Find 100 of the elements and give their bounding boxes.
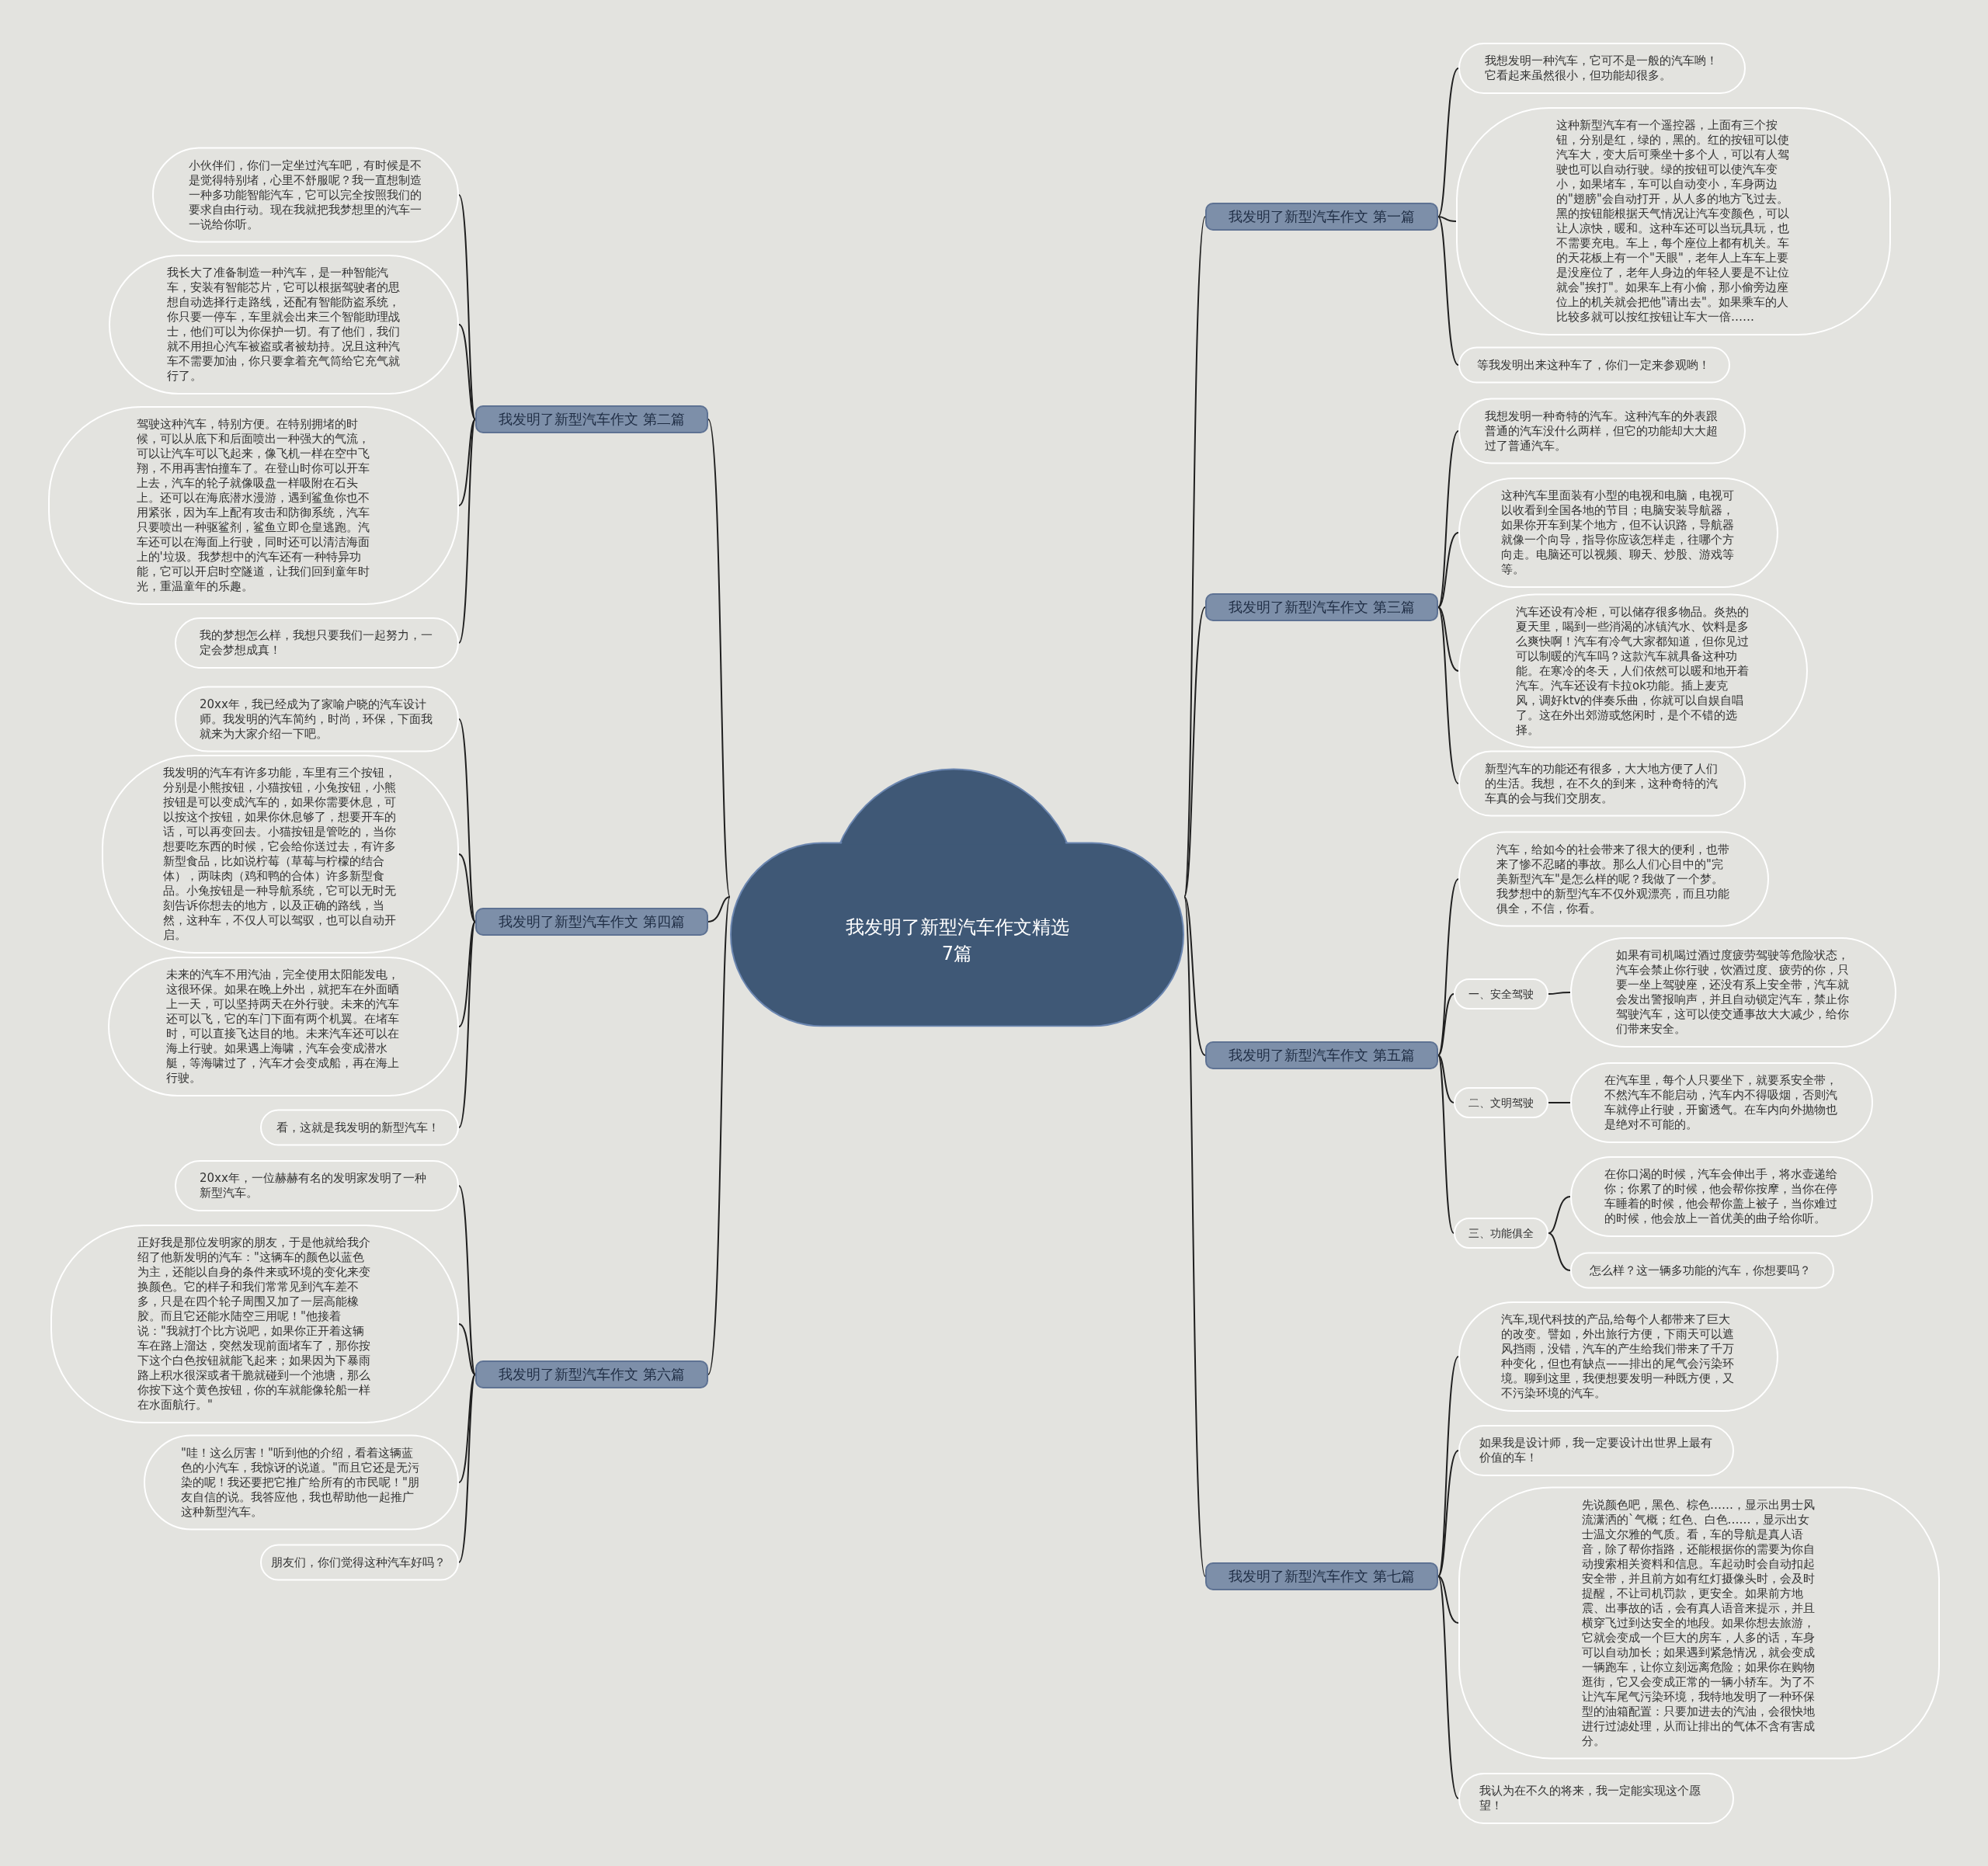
- connector-line: [1437, 993, 1455, 1056]
- note-text: 我认为在不久的将来，我一定能实现这个愿望！: [1479, 1784, 1701, 1813]
- note-text: 怎么样？这一辆多功能的汽车，你想要吗？: [1590, 1263, 1812, 1278]
- connector-line: [1183, 606, 1206, 898]
- subtopic-label: 三、功能俱全: [1468, 1226, 1534, 1240]
- note-bubble: [1458, 1301, 1778, 1412]
- topic-box: [1205, 1041, 1438, 1069]
- note-text: 这种汽车里面装有小型的电视和电脑，电视可以收看到全国各地的节目；电脑安装导航器，如果你开车到某个地方，但不认识路，导航器就像一个向导，指导你应该怎样走，往哪个方向走。电脑还可以视频、聊天、炒股、游戏等等。: [1501, 488, 1735, 577]
- note-text: 我想发明一种汽车，它可不是一般的汽车哟！它看起来虽然很小，但功能却很多。: [1485, 54, 1719, 83]
- topic-box: [1205, 203, 1438, 231]
- note-bubble: [1458, 831, 1769, 927]
- connector-line: [1437, 68, 1459, 217]
- note-text: 在你口渴的时候，汽车会伸出手，将水壶递给你；你累了的时候，他会帮你按摩，当你在停车睡着的时候，他会帮你盖上被子，当你难过的时候，他会放上一首优美的曲子给你听。: [1604, 1167, 1838, 1226]
- note-text: 正好我是那位发明家的朋友，于是他就给我介绍了他新发明的汽车："这辆车的颜色以蓝色为主，还能以自身的条件来或环境的变化来变换颜色。它的样子和我们常常见到汽车差不多，只是在四个轮子周围又加了一层高能橡胶。而且它还能水陆空三用呢！"他接着说："我就打个比方说吧，如果你正开着这辆车在路上溜达，突然发现前面堵车了，那你按下这个白色按钮就能飞起来；如果因为下暴雨路上积水很深或者干脆就碰到一个池塘，那么你按下这个黄色按钮，你的车就能像轮船一样在水面航行。": [137, 1235, 371, 1413]
- note-text: 汽车，给如今的社会带来了很大的便利，也带来了惨不忍睹的事故。那么人们心目中的"完美新型汽车"是怎么样的呢？我做了一个梦。我梦想中的新型汽车不仅外观漂亮，而且功能俱全，不信，你看。: [1496, 842, 1730, 916]
- note-bubble: [1570, 1252, 1834, 1289]
- note-bubble: [144, 1434, 459, 1531]
- subtopic-label: 一、安全驾驶: [1468, 987, 1534, 1001]
- connector-line: [707, 896, 731, 923]
- note-text: 驾驶这种汽车，特别方便。在特别拥堵的时候，可以从底下和后面喷出一种强大的气流，可以让汽车可以飞起来，像飞机一样在空中飞翔，不用再害怕撞车了。在登山时你可以开车上去，汽车的轮子就像吸盘一样吸附在石头上。还可以在海底潜水漫游，遇到鲨鱼你也不用紧张，因为车上配有攻击和防御系统，汽车只要喷出一种驱鲨剂，鲨鱼立即仓皇逃跑。汽车还可以在海面上行驶，同时还可以清洁海面上的'垃圾。我梦想中的汽车还有一种特异功能，它可以开启时空隧道，让我们回到童年时光，重温童年的乐趣。: [136, 417, 370, 594]
- topic-box: [1205, 593, 1438, 621]
- note-bubble: [1458, 43, 1746, 94]
- connector-line: [1548, 992, 1571, 995]
- note-bubble: [1570, 1156, 1873, 1237]
- note-bubble: [1458, 346, 1730, 384]
- subtopic-bubble: [1454, 1087, 1548, 1118]
- note-bubble: [1570, 1062, 1873, 1143]
- note-bubble: [1458, 1773, 1734, 1824]
- connector-line: [1437, 1576, 1459, 1624]
- note-text: 我长大了准备制造一种汽车，是一种智能汽车，安装有智能芯片，它可以根据驾驶者的思想自动选择行走路线，还配有智能防盗系统，你只要一停车，车里就会出来三个智能助理战士，他们可以为你保护一切。有了他们，我们就不用担心汽车被盗或者被劫持。况且这种汽车不需要加油，你只要拿着充气筒给它充气就行了。: [166, 266, 401, 384]
- topic-box: [1205, 1562, 1438, 1590]
- note-bubble: [1456, 107, 1891, 335]
- connector-line: [458, 1374, 476, 1483]
- note-bubble: [175, 617, 459, 669]
- note-bubble: [108, 957, 459, 1096]
- note-text: 朋友们，你们觉得这种汽车好吗？: [271, 1555, 447, 1570]
- note-text: 我的梦想怎么样，我想只要我们一起努力，一定会梦想成真！: [200, 628, 433, 658]
- note-text: 在汽车里，每个人只要坐下，就要系安全带，不然汽车不能启动，汽车内不得吸烟，否则汽车就停止行驶，开窗透气。在车内向外抛物也是绝对不可能的。: [1604, 1073, 1838, 1132]
- connector-line: [458, 419, 476, 644]
- connector-line: [1437, 1055, 1455, 1234]
- connector-line: [1437, 1576, 1459, 1799]
- note-bubble: [50, 1225, 459, 1423]
- topic-label: 我发明了新型汽车作文 第一篇: [1229, 207, 1415, 226]
- note-text: 等我发明出来这种车了，你们一定来参观哟！: [1477, 357, 1711, 373]
- connector-line: [1183, 896, 1206, 1056]
- topic-label: 我发明了新型汽车作文 第三篇: [1229, 598, 1415, 617]
- connector-line: [458, 1185, 476, 1375]
- note-bubble: [109, 255, 459, 394]
- connector-line: [1548, 1196, 1571, 1234]
- connector-line: [1437, 430, 1459, 608]
- connector-line: [458, 853, 476, 923]
- connector-line: [1437, 216, 1459, 366]
- connector-line: [458, 921, 476, 1027]
- note-text: 汽车还设有冷柜，可以储存很多物品。炎热的夏天里，喝到一些消渴的冰镇汽水、饮料是多么爽快啊！汽车有冷气大家都知道，但你见过可以制暖的汽车吗？这款汽车就具备这种功能。在寒冷的冬天，人们依然可以暖和地开着汽车。汽车还设有卡拉ok功能。插上麦克风，调好ktv的伴奏乐曲，你就可以自娱自唱了。这在外出郊游或悠闲时，是个不错的选择。: [1516, 604, 1750, 738]
- topic-label: 我发明了新型汽车作文 第七篇: [1229, 1567, 1415, 1586]
- topic-label: 我发明了新型汽车作文 第六篇: [499, 1365, 685, 1384]
- note-text: 20xx年，我已经成为了家喻户晓的汽车设计师。我发明的汽车简约，时尚，环保，下面我就来为大家介绍一下吧。: [200, 697, 433, 742]
- note-bubble: [102, 755, 459, 954]
- subtopic-bubble: [1454, 1218, 1548, 1249]
- connector-line: [1437, 606, 1459, 672]
- subtopic-label: 二、文明驾驶: [1468, 1096, 1534, 1110]
- connector-line: [458, 921, 476, 1128]
- connector-line: [1437, 532, 1459, 608]
- note-text: 看，这就是我发明的新型汽车！: [276, 1120, 440, 1135]
- note-text: "哇！这么厉害！"听到他的介绍，看着这辆蓝色的小汽车，我惊讶的说道。"而且它还是无污染的呢！我还要把它推广给所有的市民呢！"朋友自信的说。我答应他，我也帮助他一起推广这种新型汽车。: [181, 1445, 420, 1520]
- connector-line: [1437, 606, 1459, 784]
- note-text: 我发明的汽车有许多功能，车里有三个按钮，分别是小熊按钮，小猫按钮，小兔按钮，小熊按钮是可以变成汽车的，如果你需要休息，可以按这个按钮，如果你休息够了，想要开车的话，可以再变回去。小猫按钮是管吃的，当你想要吃东西的时候，它会给你送过去，有许多新型食品，比如说柠莓（草莓与柠檬的结合体），两味肉（鸡和鸭的合体）许多新型食品。小兔按钮是一种导航系统，它可以无时无刻告诉你想去的地方，以及正确的路线，当然，这种车，不仅人可以驾驭，也可以自动开启。: [163, 766, 397, 943]
- topic-label: 我发明了新型汽车作文 第二篇: [499, 410, 685, 429]
- note-bubble: [1458, 398, 1746, 464]
- connector-line: [1548, 1232, 1571, 1271]
- note-text: 新型汽车的功能还有很多，大大地方便了人们的生活。我想，在不久的到来，这种奇特的汽车真的会与我们交朋友。: [1485, 761, 1719, 806]
- connector-line: [458, 419, 476, 506]
- note-text: 我想发明一种奇特的汽车。这种汽车的外表跟普通的汽车没什么两样，但它的功能却大大超过了普通汽车。: [1485, 408, 1719, 453]
- note-text: 未来的汽车不用汽油，完全使用太阳能发电，这很环保。如果在晚上外出，就把车在外面晒上一天，可以坚持两天在外行驶。未来的汽车还可以飞，它的车门下面有两个机翼。在堵车时，可以直接飞达目的地。未来汽车还可以在海上行驶。如果遇上海啸，汽车会变成潜水艇，等海啸过了，汽车才会变成船，再在海上行驶。: [166, 968, 400, 1086]
- note-bubble: [1570, 937, 1896, 1048]
- topic-label: 我发明了新型汽车作文 第四篇: [499, 912, 685, 931]
- note-bubble: [175, 1160, 459, 1211]
- topic-box: [475, 908, 708, 936]
- connector-line: [1437, 1450, 1459, 1577]
- note-text: 汽车,现代科技的产品,给每个人都带来了巨大的改变。譬如，外出旅行方便，下雨天可以遮风挡雨，没错，汽车的产生给我们带来了千万种变化，但也有缺点——排出的尾气会污染环境。聊到这里，我便想要发明一种既方便，又不污染环境的汽车。: [1501, 1312, 1735, 1401]
- connector-line: [458, 718, 476, 923]
- note-bubble: [1458, 478, 1778, 588]
- connector-line: [1437, 1055, 1455, 1103]
- subtopic-bubble: [1454, 978, 1548, 1009]
- note-bubble: [175, 686, 459, 752]
- note-bubble: [1458, 1486, 1940, 1760]
- note-text: 如果我是设计师，我一定要设计出世界上最有价值的车！: [1479, 1436, 1713, 1465]
- note-text: 20xx年，一位赫赫有名的发明家发明了一种新型汽车。: [200, 1171, 427, 1201]
- connector-line: [1548, 1102, 1571, 1103]
- central-topic-text: 我发明了新型汽车作文精选7篇: [844, 915, 1070, 965]
- topic-box: [475, 405, 708, 433]
- connector-line: [458, 194, 476, 420]
- connector-line: [707, 419, 731, 898]
- note-text: 这种新型汽车有一个遥控器，上面有三个按钮，分别是红，绿的，黑的。红的按钮可以使汽车大，变大后可乘坐十多个人，可以有人驾驶也可以自动行驶。绿的按钮可以使汽车变小，如果堵车，车可以自动变小，车身两边的"翅膀"会自动打开，从人多的地方飞过去。黑的按钮能根据天气情况让汽车变颜色，可以让人凉快，暖和。这种车还可以当玩具玩，也不需要充电。车上，每个座位上都有机关。车的天花板上有一个"天眼"，老年人上车车上要是没座位了，老年人身边的年轻人要是不让位就会"挨打"。如果车上有小偷，那小偷旁边座位上的机关就会把他"请出去"。如果乘车的人比较多就可以按红按钮让车大一倍……: [1556, 118, 1790, 325]
- note-bubble: [260, 1544, 459, 1581]
- note-bubble: [1458, 750, 1746, 817]
- note-text: 先说颜色吧，黑色、棕色……，显示出男士风流潇洒的`气概；红色、白色……，显示出女士温文尔雅的气质。看，车的导航是真人语音，除了帮你指路，还能根据你的需要为你自动搜索相关资料和信息。车起动时会自动扣起安全带，并且前方如有红灯摄像头时，会及时提醒，不让司机罚款，更安全。如果前方地震、出事故的话，会有真人语音来提示，并且横穿飞过到达安全的地段。如果你想去旅游，它就会变成一个巨大的房车，人多的话，车身可以自动加长；如果遇到紧急情况，就会变成一辆跑车，让你立刻远离危险；如果你在购物逛街，它又会变成正常的一辆小轿车。为了不让汽车尾气污染环境，我特地发明了一种环保型的油箱配置：只要加进去的汽油，会很快地进行过滤处理，从而让排出的气体不含有害成分。: [1582, 1497, 1816, 1749]
- note-bubble: [1458, 1425, 1734, 1476]
- connector-line: [707, 896, 731, 1375]
- connector-line: [458, 1374, 476, 1563]
